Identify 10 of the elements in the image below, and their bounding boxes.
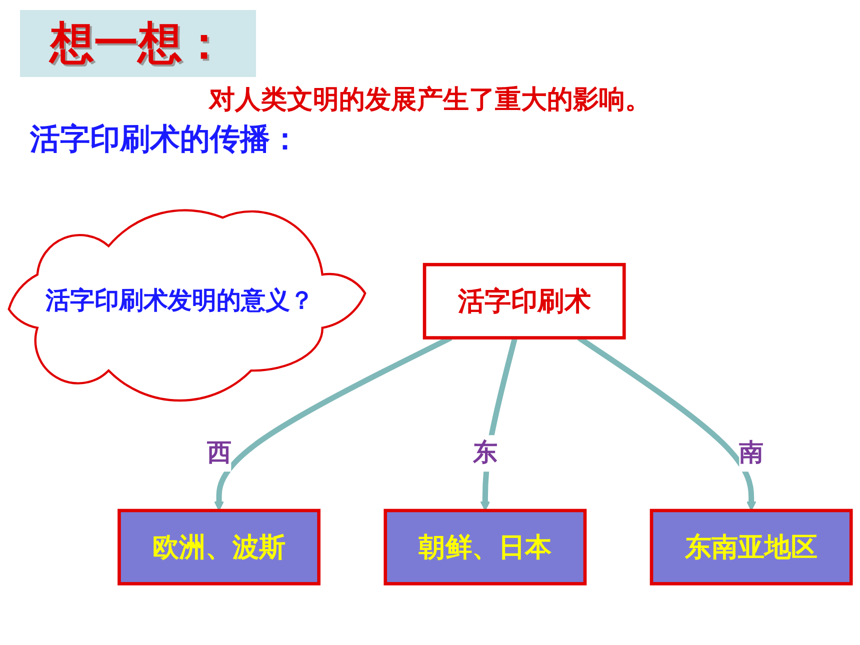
node-box: 东南亚地区 bbox=[650, 508, 853, 586]
edge-label: 南 bbox=[739, 440, 764, 468]
answer-text: 对人类文明的发展产生了重大的影响。 bbox=[207, 84, 652, 117]
node-box: 活字印刷术 bbox=[422, 262, 626, 340]
edge-label: 西 bbox=[206, 440, 232, 468]
node-box: 欧洲、波斯 bbox=[118, 508, 320, 586]
edge-label: 东 bbox=[472, 440, 498, 468]
heading: 想一想： bbox=[20, 10, 256, 77]
node-box: 朝鲜、日本 bbox=[384, 508, 587, 586]
section-heading: 活字印刷术的传播： bbox=[30, 121, 301, 159]
